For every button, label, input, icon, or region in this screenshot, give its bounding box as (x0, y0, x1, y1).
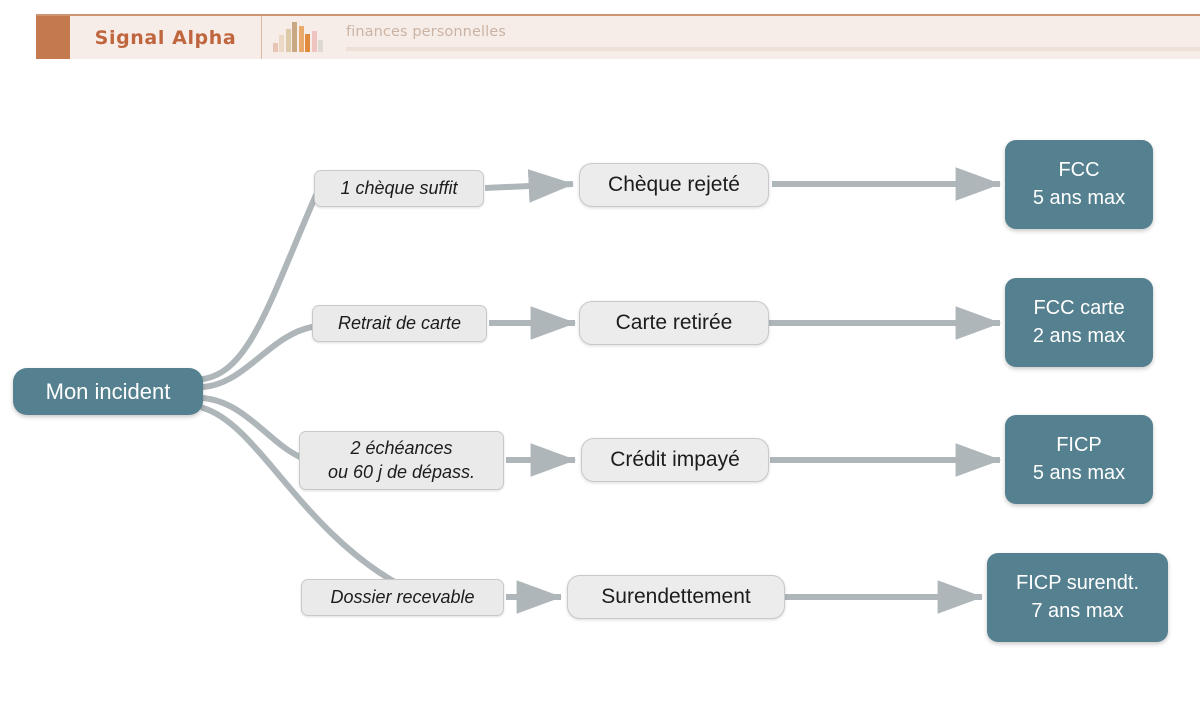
outcome-node-2[interactable]: FCC carte 2 ans max (1005, 278, 1153, 367)
bar-chart-icon-bar-5 (298, 26, 304, 52)
outcome-node-2-line2: 2 ans max (1032, 325, 1126, 347)
outcome-node-1-line1: FCC (1058, 159, 1100, 181)
outcome-node-4[interactable]: FICP surendt. 7 ans max (987, 553, 1168, 642)
bar-chart-icon-bar-1 (272, 43, 278, 52)
outcome-node-2-line1: FCC carte (1033, 297, 1125, 319)
step-node-4[interactable]: Surendettement (567, 575, 785, 619)
step-node-3-label: Crédit impayé (610, 448, 740, 471)
condition-label-4[interactable]: Dossier recevable (301, 579, 504, 616)
outcome-node-4-line2: 7 ans max (1031, 600, 1124, 622)
outcome-node-3-line2: 5 ans max (1032, 462, 1126, 484)
bar-chart-icon-bar-3 (285, 29, 291, 52)
outcome-node-3[interactable]: FICP 5 ans max (1005, 415, 1153, 504)
subtitle-container: finances personnelles (334, 16, 1200, 59)
condition-label-4-line1: Dossier recevable (330, 586, 475, 607)
step-node-1-label: Chèque rejeté (608, 173, 740, 196)
step-node-2-label: Carte retirée (615, 311, 733, 334)
outcome-node-1-line2: 5 ans max (1032, 187, 1126, 209)
bar-chart-icon-bar-6 (305, 34, 311, 52)
step-node-4-label: Surendettement (601, 585, 751, 608)
condition-label-1-line1: 1 chèque suffit (340, 177, 458, 198)
header-subtitle: finances personnelles (346, 24, 506, 40)
bar-chart-icon-container (262, 16, 334, 59)
outcome-node-4-line1: FICP surendt. (1015, 572, 1140, 594)
bar-chart-icon-bar-7 (311, 31, 317, 52)
subtitle-underline-rule (346, 47, 1200, 51)
header-accent-block (36, 16, 70, 59)
bar-chart-icon-bar-8 (318, 40, 324, 52)
condition-label-2-line1: Retrait de carte (337, 312, 462, 333)
condition-label-2[interactable]: Retrait de carte (312, 305, 487, 342)
bar-chart-icon-bar-4 (292, 22, 298, 52)
step-node-3[interactable]: Crédit impayé (581, 438, 769, 482)
bar-chart-icon-bar-2 (279, 35, 285, 52)
outcome-node-1[interactable]: FCC 5 ans max (1005, 140, 1153, 229)
step-node-1[interactable]: Chèque rejeté (579, 163, 769, 207)
node-root-mon-incident[interactable]: Mon incident (13, 368, 203, 415)
brand-title: Signal Alpha (94, 26, 237, 49)
condition-label-3[interactable]: 2 échéances ou 60 j de dépass. (299, 431, 504, 490)
step-node-2[interactable]: Carte retirée (579, 301, 769, 345)
bar-chart-icon (272, 20, 324, 52)
brand-container: Signal Alpha (70, 16, 262, 59)
outcome-node-3-line1: FICP (1056, 434, 1102, 456)
node-root-label: Mon incident (45, 378, 171, 404)
condition-label-1[interactable]: 1 chèque suffit (314, 170, 484, 207)
condition-label-3-line1: 2 échéances (350, 438, 453, 459)
condition-label-3-line2: ou 60 j de dépass. (327, 461, 476, 482)
app-header-bar: Signal Alpha finances personnelles (36, 14, 1200, 59)
